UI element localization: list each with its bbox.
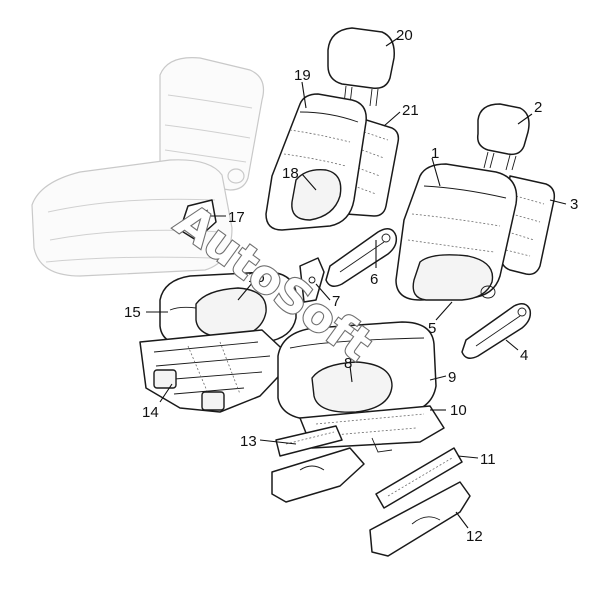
callout-1: 1: [431, 145, 439, 162]
callout-9: 9: [448, 369, 456, 386]
headrest-2: [476, 103, 530, 171]
seat-pad-8: [311, 361, 393, 413]
seat-frame-14: [139, 329, 295, 413]
callout-14: 14: [142, 404, 159, 421]
headrest-20: [327, 27, 395, 107]
callout-16: 16: [248, 269, 265, 286]
lower-cushion-5: [412, 254, 494, 301]
backrest-19: [265, 93, 367, 231]
callout-15: 15: [124, 304, 141, 321]
callout-19: 19: [294, 67, 311, 84]
bracket-17: [179, 199, 217, 241]
seat-rail-11: [375, 447, 463, 509]
leader-lines: [146, 37, 567, 529]
callout-17: 17: [228, 209, 245, 226]
callout-11: 11: [480, 451, 496, 468]
side-trim-6: [325, 228, 398, 287]
seat-cushion-15: [159, 271, 297, 347]
callout-10: 10: [450, 402, 467, 419]
callouts: 1 2 3 4 5 6 7 8 9 10 11 12 13 14 15 16 1…: [124, 27, 578, 545]
lower-cover-12: [369, 481, 471, 557]
ghost-reference-seat: [31, 57, 265, 277]
side-trim-4: [461, 303, 532, 359]
callout-2: 2: [534, 99, 542, 116]
lower-cover-left: [271, 447, 365, 503]
seat-cushion-8: [277, 321, 437, 421]
callout-20: 20: [396, 27, 413, 44]
callout-4: 4: [520, 347, 528, 364]
seat-rail-13: [275, 425, 343, 457]
callout-5: 5: [428, 320, 436, 337]
callout-8: 8: [344, 355, 352, 372]
callout-6: 6: [370, 271, 378, 288]
callout-7: 7: [332, 293, 340, 310]
callout-21: 21: [402, 102, 419, 119]
small-part-7: [299, 257, 325, 303]
backrest-1: [395, 163, 518, 301]
callout-3: 3: [570, 196, 578, 213]
callout-13: 13: [240, 433, 257, 450]
callout-12: 12: [466, 528, 483, 545]
backrest-pad-18: [291, 169, 342, 221]
callout-18: 18: [282, 165, 299, 182]
